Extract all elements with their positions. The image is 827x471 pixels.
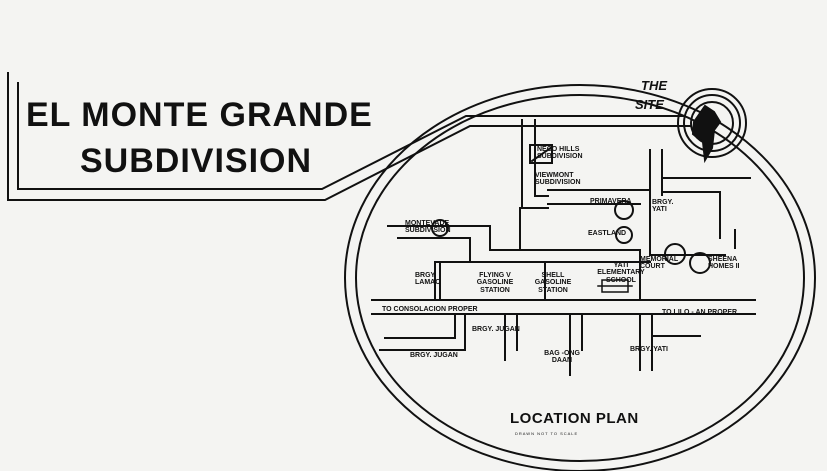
eastland-marker [615, 226, 633, 244]
label-yati-school: YATI ELEMENTARY SCHOOL [597, 262, 645, 284]
label-to-liloan: TO LILO - AN PROPER [662, 309, 738, 316]
label-brgy-yati-top: BRGY. YATI [652, 199, 674, 214]
road-east-branch [661, 177, 751, 249]
primavera-marker [614, 200, 634, 220]
label-neco-hills: NECO HILLS SUBDIVISION [537, 146, 583, 161]
road-south-4 [639, 313, 701, 371]
road-south-1 [379, 313, 466, 351]
label-flying-v: FLYING V GASOLINE STATION [476, 272, 514, 294]
label-montevade: MONTEVADE SUBDIVISION [405, 220, 451, 235]
site-label-line-1: THE [641, 78, 667, 93]
label-sheena-homes: SHEENA HOMES II [708, 256, 740, 271]
site-label-line-2: SITE [635, 97, 664, 112]
title-leader-inner [17, 82, 686, 190]
outer-circle [344, 84, 816, 471]
label-viewmont: VIEWMONT SUBDIVISION [535, 172, 581, 187]
label-to-consolacion: TO CONSOLACION PROPER [382, 306, 478, 313]
road-middle [464, 249, 726, 301]
site-circle-outer [677, 88, 747, 158]
label-brgy-lamac: BRGY. LAMAC [415, 272, 441, 287]
title-line-2: SUBDIVISION [80, 142, 313, 180]
title-leader-outer [7, 72, 691, 201]
montevade-marker [431, 219, 449, 237]
label-memorial-court: MEMORIAL COURT [640, 256, 678, 271]
memorial-marker-1 [664, 243, 686, 265]
label-shell: SHELL GASOLINE STATION [534, 272, 572, 294]
site-parcel [691, 104, 722, 164]
title-line-1: EL MONTE GRANDE [26, 96, 373, 134]
inner-circle [355, 94, 805, 462]
road-south-2 [504, 313, 518, 361]
label-bagong-daan: BAG -ONG DAAN [544, 350, 580, 365]
road-north-east [547, 149, 663, 256]
location-plan-subtitle: DRAWN NOT TO SCALE [515, 431, 579, 436]
label-eastland: EASTLAND [588, 230, 627, 237]
label-primavera: PRIMAVERA [590, 198, 632, 205]
site-circle-middle [683, 94, 741, 152]
memorial-marker-2 [689, 252, 711, 274]
road-neco-box [529, 144, 554, 164]
road-south-3 [569, 313, 583, 376]
label-brgy-yati-bottom: BRGY. YATI [630, 346, 668, 353]
yati-school-marker [597, 279, 633, 293]
location-plan-title: LOCATION PLAN [510, 410, 639, 427]
label-brgy-jugan-left: BRGY. JUGAN [410, 352, 458, 359]
road-middle-vertical [439, 261, 546, 301]
label-brgy-jugan-right: BRGY. JUGAN [472, 326, 520, 333]
